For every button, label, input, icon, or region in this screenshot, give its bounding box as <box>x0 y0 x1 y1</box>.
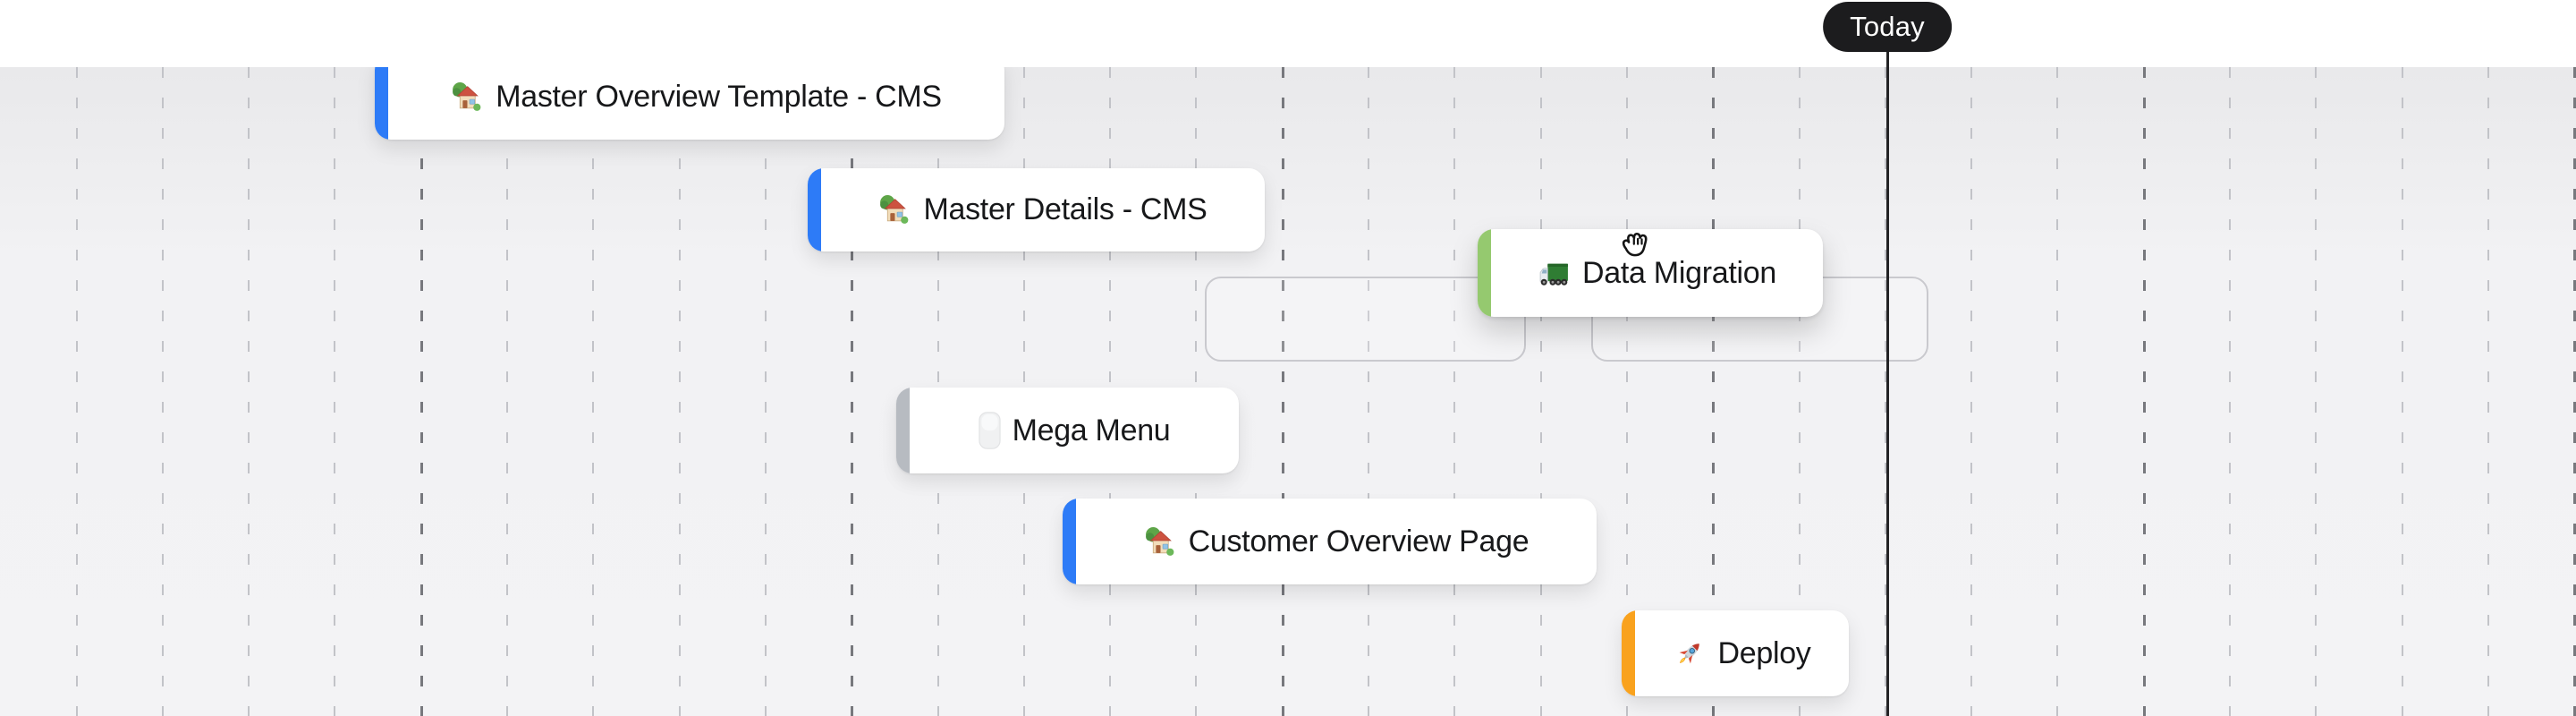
gridline-minor <box>75 67 78 716</box>
task-label: Deploy <box>1717 635 1811 670</box>
task-accent-bar <box>1063 499 1076 584</box>
task-label: Customer Overview Page <box>1188 524 1530 558</box>
gridline-minor <box>2401 67 2403 716</box>
gridline-major <box>851 67 854 716</box>
task-label: Data Migration <box>1582 255 1776 290</box>
gridline-minor <box>1368 67 1369 716</box>
gridline-minor <box>592 67 595 716</box>
gridline-minor <box>2056 67 2059 716</box>
task-card[interactable]: Customer Overview Page <box>1063 499 1597 584</box>
gridline-minor <box>1453 67 1456 716</box>
task-card[interactable]: Master Details - CMS <box>808 168 1265 251</box>
task-label: Master Details - CMS <box>923 192 1208 226</box>
house-icon <box>453 81 481 111</box>
gridline-major <box>1712 67 1716 716</box>
task-accent-bar <box>1478 229 1491 317</box>
gridline-minor <box>1798 67 1801 716</box>
gridline-minor <box>2229 67 2231 716</box>
task-card[interactable]: Data Migration <box>1478 229 1823 317</box>
gridline-minor <box>2315 67 2318 716</box>
gridline-minor <box>506 67 508 716</box>
gridline-minor <box>678 67 681 716</box>
task-label: Mega Menu <box>1012 413 1171 448</box>
truck-icon <box>1539 263 1568 286</box>
task-accent-bar <box>1622 610 1635 696</box>
gridline-major <box>2142 67 2146 716</box>
gridline-minor <box>161 67 164 716</box>
gridline-minor <box>1884 67 1886 716</box>
today-line <box>1886 36 1889 716</box>
task-card[interactable]: Deploy <box>1622 610 1849 696</box>
house-icon <box>1145 526 1174 556</box>
task-accent-bar <box>808 168 821 251</box>
gridline-minor <box>764 67 767 716</box>
timeline-header-strip <box>0 0 2576 67</box>
task-card[interactable]: Mega Menu <box>896 388 1239 473</box>
gridline-minor <box>334 67 336 716</box>
task-card[interactable]: Master Overview Template - CMS <box>375 54 1004 140</box>
rocket-icon <box>1680 643 1700 663</box>
gridline-minor <box>248 67 250 716</box>
task-label: Master Overview Template - CMS <box>496 79 942 114</box>
gridline-minor <box>1970 67 1973 716</box>
today-badge[interactable]: Today <box>1823 2 1952 52</box>
gridline-minor <box>1539 67 1542 716</box>
gridline-major <box>419 67 423 716</box>
house-icon <box>880 195 909 224</box>
task-accent-bar <box>896 388 910 473</box>
gridline-minor <box>1625 67 1628 716</box>
blank-icon <box>978 412 1001 449</box>
task-accent-bar <box>375 54 388 140</box>
gridline-major <box>2573 67 2576 716</box>
gridline-major <box>1281 67 1284 716</box>
grab-cursor-icon <box>1622 232 1648 257</box>
gridline-minor <box>2487 67 2489 716</box>
grab-cursor <box>1614 224 1657 271</box>
ghost-drop-slot <box>1205 277 1526 362</box>
